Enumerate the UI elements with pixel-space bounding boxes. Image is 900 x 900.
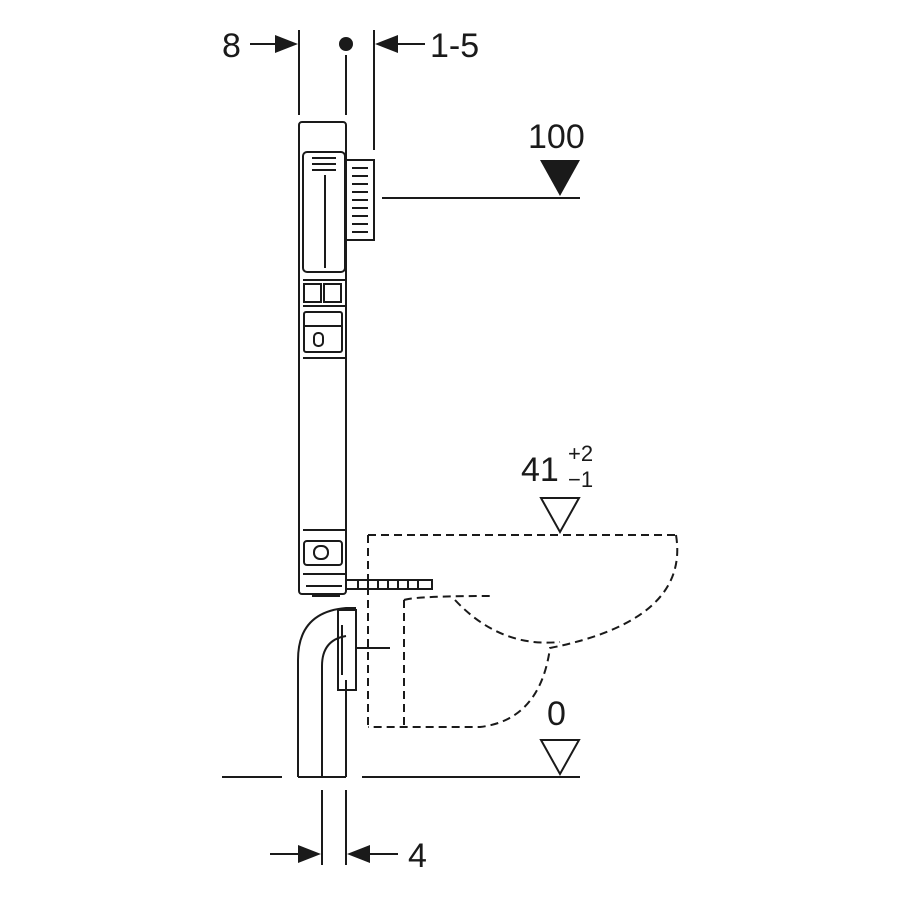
label-level-41: 41 (521, 451, 559, 489)
bottom-dimension-marks (270, 790, 398, 865)
label-tol-plus: +2 (568, 441, 593, 466)
level-100-marker (540, 160, 580, 196)
level-41-marker (539, 497, 581, 535)
label-level-0: 0 (547, 695, 566, 733)
installation-frame (298, 121, 347, 595)
flush-box (345, 159, 375, 241)
top-dimension-marks (250, 30, 425, 150)
mounting-bolt (345, 579, 433, 590)
drain-bend (297, 595, 390, 778)
label-level-100: 100 (528, 118, 585, 156)
label-dim-8: 8 (222, 27, 241, 65)
level-0-marker (539, 739, 581, 777)
wc-pan-outline (367, 534, 679, 728)
label-dim-4: 4 (408, 837, 427, 875)
label-dim-1-5: 1-5 (430, 27, 479, 65)
label-tol-minus: −1 (568, 467, 593, 492)
